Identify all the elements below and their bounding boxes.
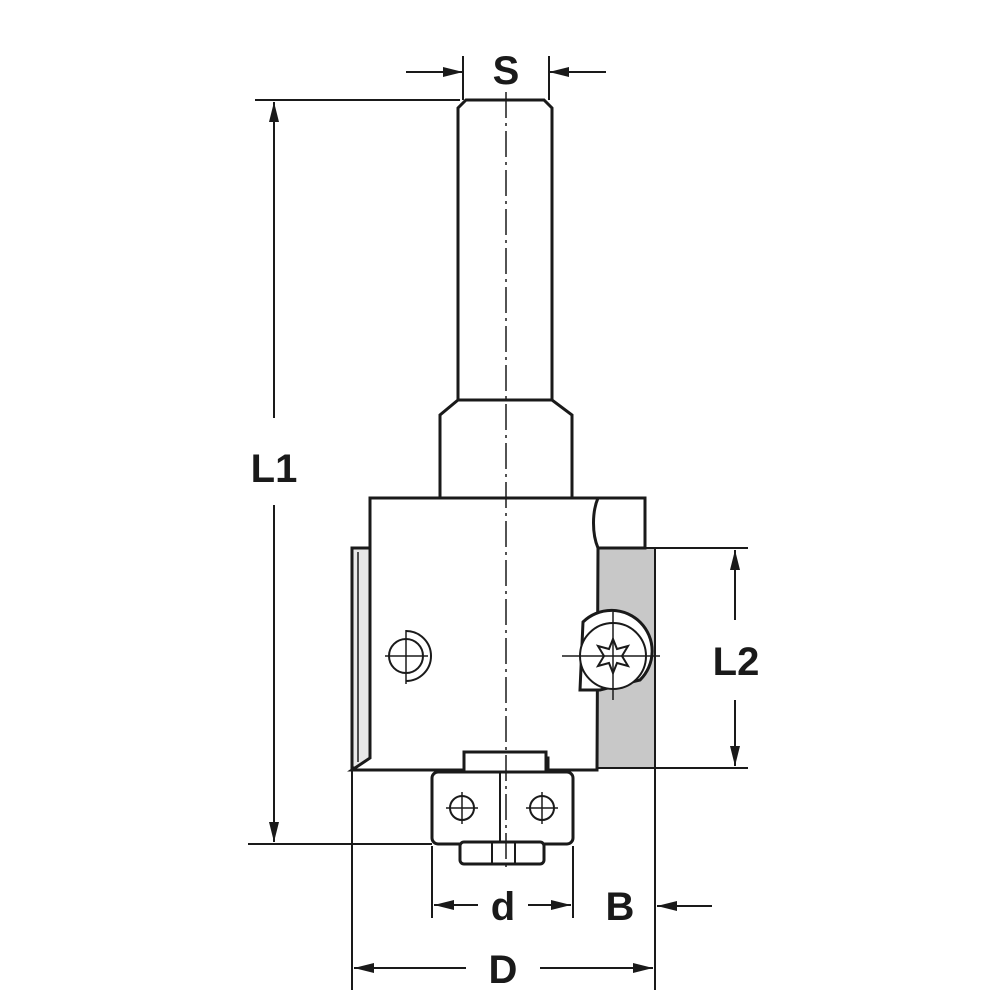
- cutter-body: [347, 496, 601, 772]
- label-d-small: d: [491, 885, 515, 929]
- dimension-l2: [655, 547, 748, 769]
- screw-hole-left: [385, 630, 432, 684]
- label-l2: L2: [713, 640, 760, 684]
- label-l1: L1: [251, 447, 298, 491]
- dimension-s: [406, 56, 606, 100]
- label-b: B: [606, 885, 635, 929]
- dimension-l1: [248, 99, 460, 845]
- guide-bearing: [430, 750, 575, 866]
- dimension-d-large: [351, 768, 656, 990]
- dimension-d-small: [431, 846, 574, 918]
- label-s: S: [493, 49, 520, 93]
- torx-screw-right: [562, 608, 660, 700]
- label-d-large: D: [489, 948, 518, 992]
- shank: [456, 98, 554, 402]
